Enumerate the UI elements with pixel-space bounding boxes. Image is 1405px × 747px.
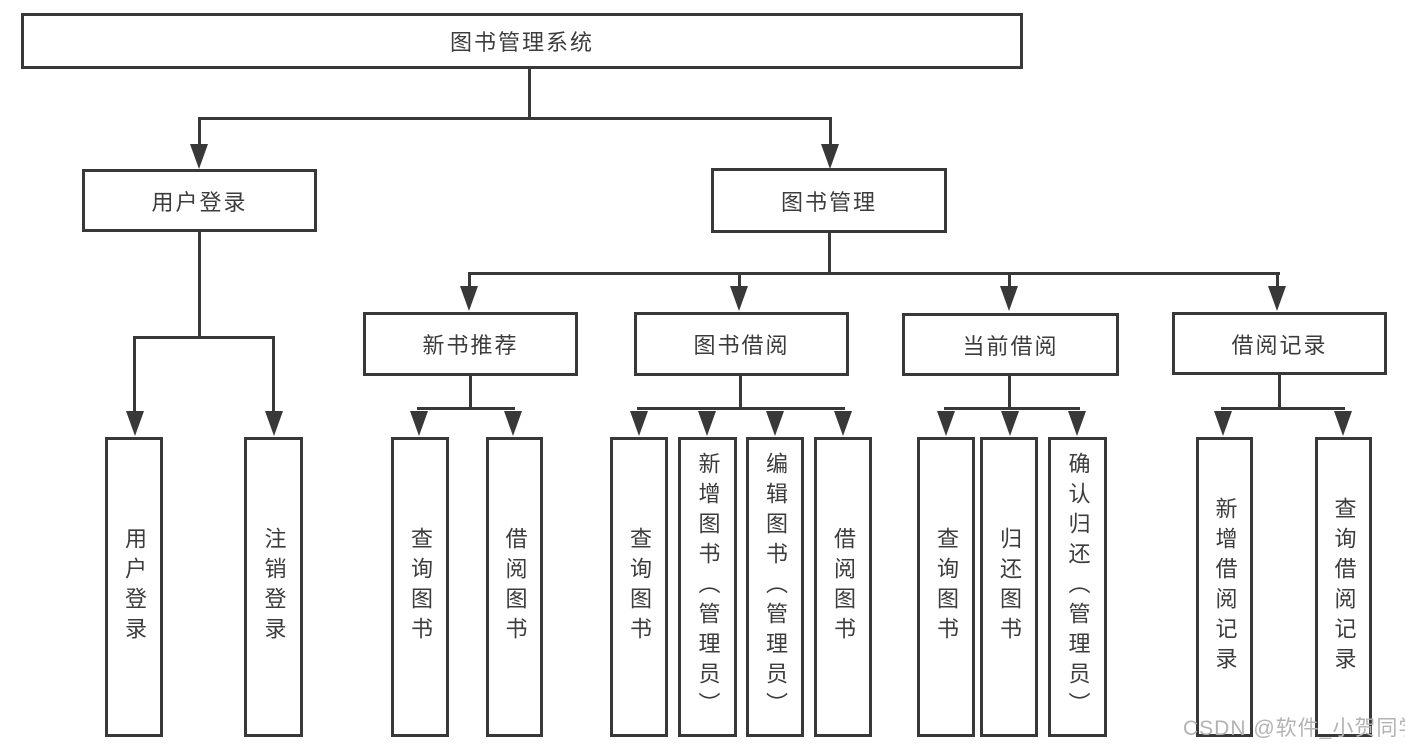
connector-line [198,117,832,120]
connector-line [1008,376,1011,409]
node-label: 图书管理 [780,189,877,215]
node-label: 用户登录 [151,189,248,215]
connector-line [528,69,531,119]
node-new-book-recommend: 新书推荐 [363,312,578,376]
connector-line [272,338,275,413]
node-label: 当前借阅 [962,333,1059,359]
connector-line [944,407,1080,410]
node-borrowing-records: 借阅记录 [1172,312,1387,375]
connector-line [198,232,201,338]
leaf-records-query-borrow-record: 查询借阅记录 [1315,437,1372,737]
arrowhead-down-icon [504,411,522,436]
arrowhead-down-icon [1268,286,1286,311]
leaf-recommend-borrow-books: 借阅图书 [486,437,543,737]
node-book-borrowing: 图书借阅 [634,312,849,376]
leaf-label: 用户登录 [122,527,147,647]
leaf-recommend-query-books: 查询图书 [391,437,449,737]
arrowhead-down-icon [460,286,478,311]
arrowhead-down-icon [1214,411,1232,436]
node-book-management: 图书管理 [711,168,947,233]
arrowhead-down-icon [1000,286,1018,311]
connector-line [828,233,831,274]
arrowhead-down-icon [265,411,283,436]
arrowhead-down-icon [834,411,852,436]
leaf-label: 编辑图书（管理员） [763,452,788,722]
leaf-borrow-borrow-books: 借阅图书 [814,437,872,737]
leaf-borrow-add-books-admin: 新增图书（管理员） [678,437,737,737]
connector-line [417,407,515,410]
node-root-library-system: 图书管理系统 [21,13,1023,69]
leaf-current-confirm-return-admin: 确认归还（管理员） [1048,437,1107,737]
leaf-label: 新增借阅记录 [1212,497,1238,677]
leaf-user-login: 用户登录 [105,437,163,737]
connector-line [1221,407,1345,410]
leaf-logout-login: 注销登录 [244,437,303,737]
leaf-label: 新增图书（管理员） [695,452,721,722]
leaf-label: 查询图书 [408,527,433,647]
leaf-label: 借阅图书 [831,527,856,647]
node-label: 新书推荐 [422,333,519,358]
node-user-login: 用户登录 [82,169,317,232]
connector-line [1276,274,1279,288]
arrowhead-down-icon [821,144,839,169]
arrowhead-down-icon [698,411,716,436]
arrowhead-down-icon [1001,411,1019,436]
node-current-borrowing: 当前借阅 [902,313,1119,376]
arrowhead-down-icon [630,411,648,436]
leaf-label: 查询图书 [627,527,652,647]
node-label: 借阅记录 [1231,332,1328,358]
connector-line [133,338,136,413]
leaf-records-add-borrow-record: 新增借阅记录 [1196,437,1253,737]
leaf-label: 归还图书 [997,527,1022,647]
leaf-label: 注销登录 [261,527,287,647]
leaf-label: 查询图书 [934,527,959,647]
connector-line [738,274,741,288]
arrowhead-down-icon [1068,411,1086,436]
arrowhead-down-icon [937,411,955,436]
node-label: 图书借阅 [693,333,790,358]
arrowhead-down-icon [1334,411,1352,436]
connector-line [468,272,1280,275]
connector-line [1008,274,1011,288]
leaf-current-return-books: 归还图书 [980,437,1038,737]
leaf-label: 查询借阅记录 [1331,497,1357,677]
arrowhead-down-icon [410,411,428,436]
csdn-watermark: CSDN @软件_小贺同学 [1183,717,1405,740]
leaf-label: 借阅图书 [502,527,528,647]
arrowhead-down-icon [766,411,784,436]
connector-line [739,376,742,409]
leaf-borrow-query-books: 查询图书 [610,437,668,737]
connector-line [469,376,472,409]
connector-line [829,119,832,146]
arrowhead-down-icon [730,286,748,311]
leaf-label: 确认归还（管理员） [1065,452,1091,722]
arrowhead-down-icon [190,144,208,169]
connector-line [198,119,201,146]
connector-line [637,407,845,410]
connector-line [1278,375,1281,409]
arrowhead-down-icon [126,411,144,436]
connector-line [468,274,471,288]
node-label: 图书管理系统 [449,30,594,55]
leaf-borrow-edit-books-admin: 编辑图书（管理员） [746,437,804,737]
leaf-current-query-books: 查询图书 [917,437,975,737]
connector-line [133,336,275,339]
